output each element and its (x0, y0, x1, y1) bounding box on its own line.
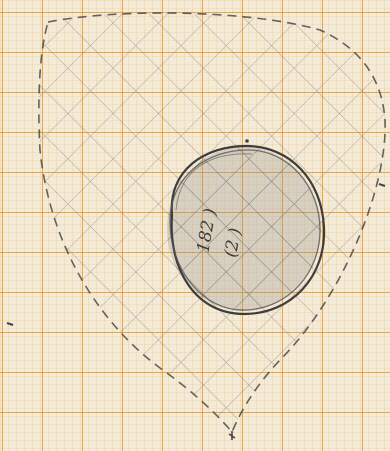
top-dot (245, 139, 249, 143)
tip-mark (228, 431, 236, 440)
right-edge-mark (378, 183, 386, 187)
pick-outline (38, 12, 386, 434)
circle-group (167, 144, 326, 316)
left-edge-mark (6, 322, 14, 326)
